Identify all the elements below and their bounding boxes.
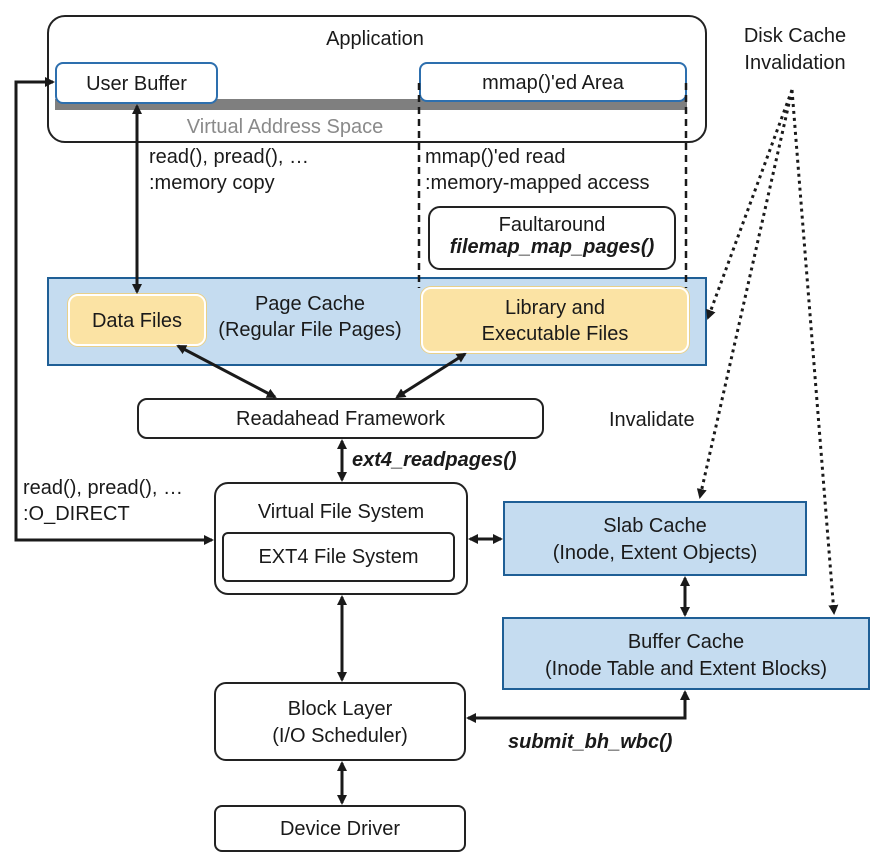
application-label: Application bbox=[326, 28, 424, 50]
mmap-area-box bbox=[419, 62, 687, 102]
invalidation-dotted-arrows bbox=[696, 89, 839, 615]
arrow-direct-io-path bbox=[14, 77, 214, 545]
arrow-library-readahead bbox=[395, 352, 467, 399]
block-layer-label-1: Block Layer bbox=[287, 698, 393, 720]
device-driver-box bbox=[214, 805, 466, 852]
virtual-address-space-label: Virtual Address Space bbox=[186, 116, 384, 138]
submit-bh-wbc-label: submit_bh_wbc() bbox=[508, 731, 673, 753]
library-files-label-2: Executable Files bbox=[481, 323, 629, 345]
ext4-readpages-label: ext4_readpages() bbox=[352, 449, 517, 471]
buffer-cache-box bbox=[502, 617, 870, 690]
virtual-address-space-bar bbox=[55, 99, 687, 110]
block-layer-box bbox=[214, 682, 466, 761]
ext4-fs-box bbox=[222, 532, 455, 582]
page-cache-label-2: (Regular File Pages) bbox=[218, 319, 402, 341]
mmap-area-label: mmap()'ed Area bbox=[482, 72, 624, 94]
page-cache-label-1: Page Cache bbox=[254, 293, 366, 315]
invalidate-label: Invalidate bbox=[609, 409, 695, 431]
library-files-label-1: Library and bbox=[504, 297, 606, 319]
mmap-read-text-2: :memory-mapped access bbox=[425, 172, 650, 194]
buffer-cache-label-2: (Inode Table and Extent Blocks) bbox=[544, 658, 828, 680]
device-driver-label: Device Driver bbox=[279, 818, 401, 840]
disk-cache-label-2: Invalidation bbox=[744, 52, 846, 74]
readahead-label: Readahead Framework bbox=[236, 408, 445, 430]
mmap-dashed-boundary bbox=[417, 83, 688, 288]
disk-cache-label-1: Disk Cache bbox=[743, 25, 847, 47]
buffer-cache-label-1: Buffer Cache bbox=[627, 631, 745, 653]
slab-cache-label-1: Slab Cache bbox=[603, 515, 707, 537]
vfs-label: Virtual File System bbox=[257, 501, 425, 523]
library-files-box bbox=[421, 287, 689, 353]
mmap-read-text-1: mmap()'ed read bbox=[425, 146, 566, 168]
faultaround-label: Faultaround bbox=[498, 214, 606, 236]
filemap-map-pages-label: filemap_map_pages() bbox=[449, 236, 655, 258]
slab-cache-box bbox=[503, 501, 807, 576]
ext4-fs-label: EXT4 File System bbox=[258, 546, 419, 568]
arrow-buffer-block bbox=[466, 690, 690, 723]
faultaround-box bbox=[428, 206, 676, 270]
block-layer-label-2: (I/O Scheduler) bbox=[272, 725, 408, 747]
slab-cache-label-2: (Inode, Extent Objects) bbox=[552, 542, 758, 564]
arrow-datafiles-readahead bbox=[176, 344, 277, 399]
